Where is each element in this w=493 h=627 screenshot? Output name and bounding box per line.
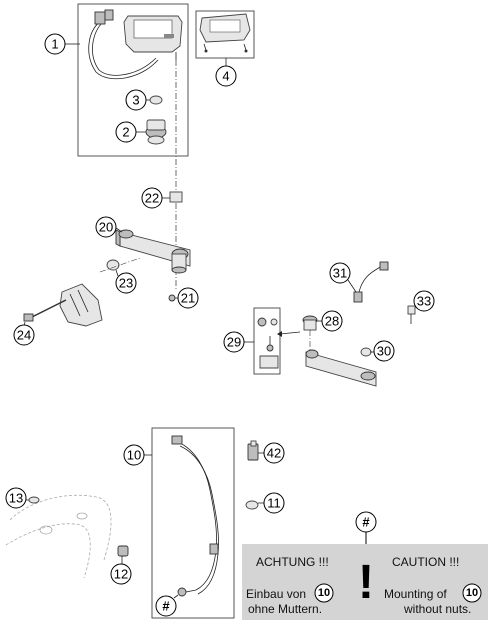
- callout-12: 12: [114, 567, 128, 582]
- caution-english-title: CAUTION !!!: [392, 555, 459, 569]
- caution-german-title: ACHTUNG !!!: [256, 555, 329, 569]
- alternate-bracket-group: [253, 261, 416, 387]
- cover-group-frame: [195, 10, 255, 59]
- callout-22: 22: [145, 191, 159, 206]
- speedometer-cable: [88, 21, 159, 80]
- caution-notice: ACHTUNG !!! CAUTION !!! ! Einbau von 10 …: [242, 532, 488, 620]
- part-21-nut: [168, 294, 176, 302]
- speedometer-display: [133, 19, 173, 39]
- headlight-mask-outline: [9, 494, 112, 561]
- caution-notice-box: [242, 544, 488, 620]
- callout-10: 10: [127, 448, 141, 463]
- caution-german-callout: 10: [318, 587, 330, 599]
- part-24-bolt: [29, 299, 67, 319]
- callout-31: 31: [333, 266, 347, 281]
- callout-2: 2: [122, 125, 129, 140]
- callout-hash-notice: #: [362, 515, 370, 530]
- callout-11: 11: [267, 496, 281, 511]
- bracket-assembly: [23, 191, 191, 327]
- part-29-clamp: [259, 355, 279, 369]
- callout-30: 30: [377, 344, 391, 359]
- callout-hash-sensor: #: [162, 599, 170, 614]
- part-30-bracket: [305, 351, 377, 387]
- callout-28: 28: [325, 314, 339, 329]
- caution-english-line2: without nuts.: [403, 602, 471, 616]
- callout-29: 29: [227, 335, 241, 350]
- callout-21: 21: [181, 291, 195, 306]
- connector-plug: [94, 11, 106, 25]
- part-13-clip: [28, 496, 40, 504]
- callout-13: 13: [9, 491, 23, 506]
- callout-42: 42: [267, 446, 281, 461]
- part-11-tie: [245, 500, 259, 510]
- part-10-sensor-cable: [177, 441, 217, 591]
- callout-3: 3: [132, 93, 139, 108]
- cover-group: [195, 10, 255, 59]
- part-23-spacer: [106, 259, 120, 271]
- speedometer-group-frame: [77, 3, 189, 157]
- speedometer-group: [77, 3, 189, 157]
- part-33-bolt: [407, 305, 416, 315]
- caution-german-line2: ohne Muttern.: [248, 602, 322, 616]
- callout-33: 33: [417, 294, 431, 309]
- sensor-cable-frame: [151, 427, 235, 619]
- callout-20: 20: [99, 220, 113, 235]
- mounting-plate: [59, 283, 103, 327]
- speed-sensor: [177, 587, 187, 597]
- callout-1: 1: [51, 37, 58, 52]
- part-31-sensor-cable: [357, 265, 383, 297]
- caution-german-line1: Einbau von: [246, 587, 306, 601]
- callout-4: 4: [222, 69, 229, 84]
- caution-english-callout: 10: [466, 587, 478, 599]
- part-3-ring: [149, 95, 163, 105]
- sensor-cable-group: [151, 427, 235, 619]
- exclamation-mark: !: [358, 556, 374, 609]
- part-12-grommet: [117, 545, 129, 557]
- caution-english-line1: Mounting of: [384, 587, 447, 601]
- callout-24: 24: [17, 328, 31, 343]
- callouts: 1 2 3 4 22 20 23 21 24 31: [5, 33, 435, 617]
- part-29-frame: [253, 307, 281, 375]
- headlight-mask-group: [5, 494, 129, 579]
- callout-23: 23: [119, 276, 133, 291]
